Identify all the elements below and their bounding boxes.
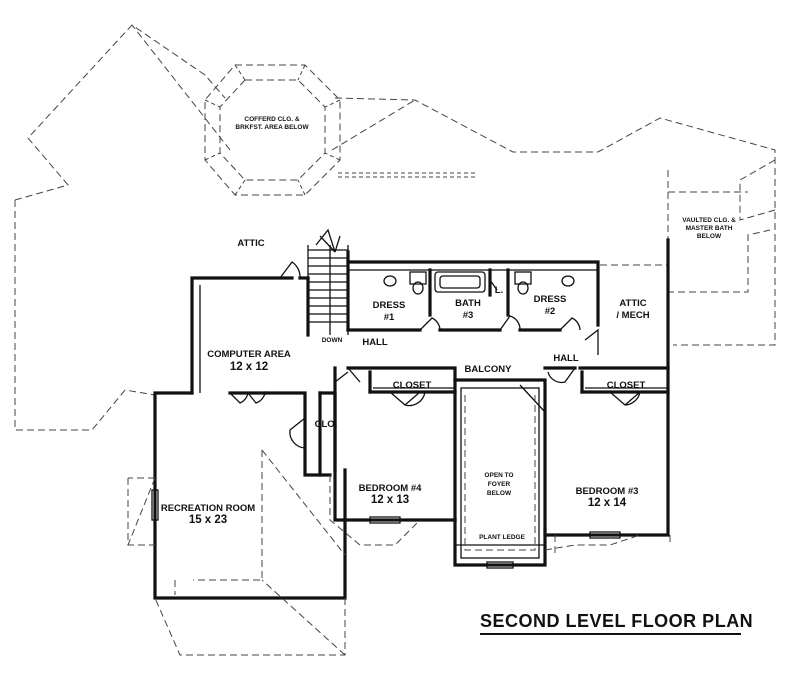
stairs [307, 228, 349, 335]
plan-title: SECOND LEVEL FLOOR PLAN [480, 611, 753, 631]
attic-mech-label: ATTIC/ MECH [616, 298, 649, 321]
plant-ledge-label: PLANT LEDGE [479, 534, 526, 541]
bath3-label: BATH#3 [455, 298, 481, 321]
roof-outline [14, 24, 776, 431]
dress2-label: DRESS#2 [534, 294, 567, 317]
walls [153, 238, 670, 600]
fixtures [383, 271, 575, 295]
hall-left-label: HALL [362, 337, 388, 348]
closet-right-label: CLOSET [607, 380, 646, 391]
inner-lines [199, 285, 668, 559]
coffered-ceiling [204, 64, 341, 196]
closet-left-label: CLOSET [393, 380, 432, 391]
breakfast-beam-lines [338, 172, 475, 178]
attic-left-label: ATTIC [237, 238, 264, 249]
door-swings [229, 261, 641, 449]
hall-right-label: HALL [553, 353, 579, 364]
balcony-label: BALCONY [465, 364, 513, 375]
dress1-label: DRESS#1 [373, 300, 406, 323]
windows [151, 489, 621, 569]
hip-lines [127, 395, 671, 656]
coffered-ceiling-label: COFFERD CLG. &BRKFST. AREA BELOW [235, 116, 309, 131]
clo-label: CLO. [315, 419, 338, 430]
linen-label: L. [495, 285, 503, 296]
labels: COFFERD CLG. &BRKFST. AREA BELOW ATTIC D… [161, 116, 736, 541]
stairs-down-label: DOWN [322, 337, 343, 344]
